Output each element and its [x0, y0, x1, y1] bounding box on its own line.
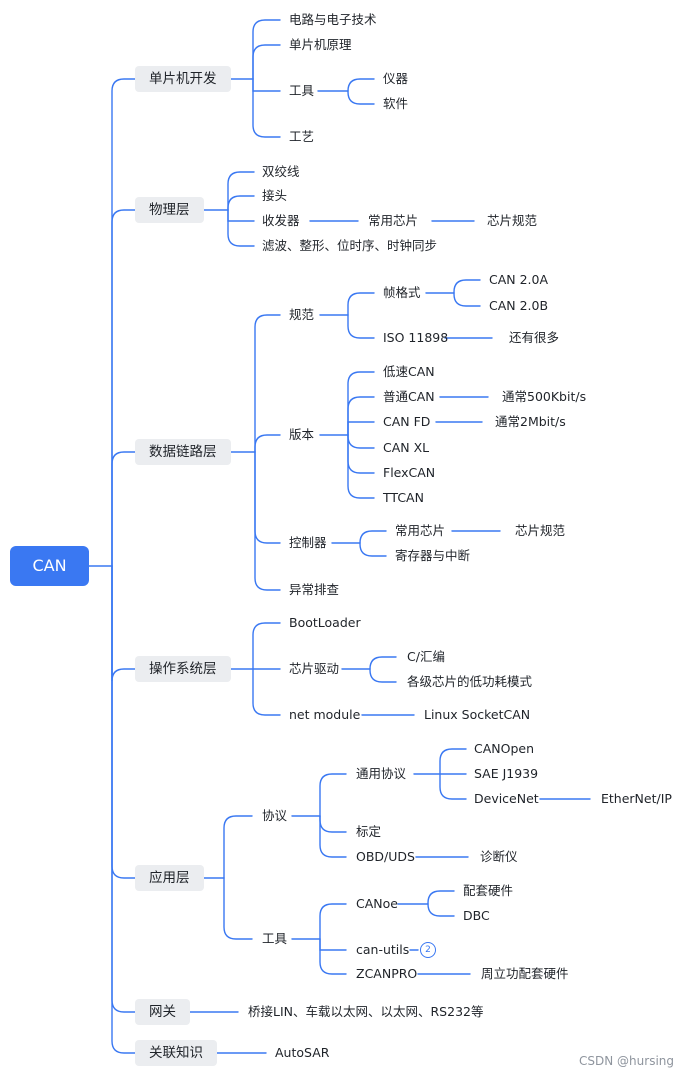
node-many-more[interactable]: 还有很多: [509, 330, 560, 345]
node-supporting-hardware[interactable]: 配套硬件: [463, 883, 514, 898]
branch-os-layer[interactable]: 操作系统层: [135, 656, 231, 682]
node-dbc[interactable]: DBC: [463, 908, 490, 923]
node-bridging[interactable]: 桥接LIN、车载以太网、以太网、RS232等: [248, 1004, 484, 1019]
branch-physical-layer[interactable]: 物理层: [135, 197, 204, 223]
node-chip-driver[interactable]: 芯片驱动: [289, 661, 340, 676]
node-controller[interactable]: 控制器: [289, 535, 327, 550]
node-c-assembly[interactable]: C/汇编: [407, 649, 445, 664]
node-sae-j1939[interactable]: SAE J1939: [474, 766, 539, 781]
node-can-xl[interactable]: CAN XL: [383, 440, 430, 455]
node-autosar[interactable]: AutoSAR: [275, 1045, 330, 1060]
node-software[interactable]: 软件: [383, 96, 409, 111]
node-obd-uds[interactable]: OBD/UDS: [356, 849, 415, 864]
node-normal-can[interactable]: 普通CAN: [383, 389, 435, 404]
node-net-module[interactable]: net module: [289, 707, 361, 722]
node-bootloader[interactable]: BootLoader: [289, 615, 361, 630]
node-general-protocol[interactable]: 通用协议: [356, 766, 407, 781]
node-chip-spec[interactable]: 芯片规范: [487, 213, 538, 228]
root-node-can[interactable]: CAN: [10, 546, 89, 586]
node-low-power-mode[interactable]: 各级芯片的低功耗模式: [407, 674, 533, 689]
watermark: CSDN @hursing: [579, 1054, 674, 1068]
node-twisted-pair[interactable]: 双绞线: [262, 164, 300, 179]
node-can-utils[interactable]: can-utils: [356, 942, 410, 957]
node-can-fd[interactable]: CAN FD: [383, 414, 431, 429]
branch-mcu-development[interactable]: 单片机开发: [135, 66, 231, 92]
branch-data-link-layer[interactable]: 数据链路层: [135, 439, 231, 465]
node-canopen[interactable]: CANOpen: [474, 741, 535, 756]
node-register-interrupt[interactable]: 寄存器与中断: [395, 548, 471, 563]
branch-related-knowledge[interactable]: 关联知识: [135, 1040, 217, 1066]
node-can-fd-rate[interactable]: 通常2Mbit/s: [495, 414, 566, 429]
node-ttcan[interactable]: TTCAN: [383, 490, 424, 505]
node-common-chip[interactable]: 常用芯片: [368, 213, 419, 228]
node-calibration[interactable]: 标定: [356, 824, 382, 839]
node-can-2-0b[interactable]: CAN 2.0B: [489, 298, 549, 313]
node-diagnostic-tool[interactable]: 诊断仪: [480, 849, 518, 864]
node-zlg-hardware[interactable]: 周立功配套硬件: [481, 966, 569, 981]
node-low-speed-can[interactable]: 低速CAN: [383, 364, 435, 379]
node-spec[interactable]: 规范: [289, 307, 315, 322]
node-controller-common-chip[interactable]: 常用芯片: [395, 523, 446, 538]
node-connector[interactable]: 接头: [262, 188, 288, 203]
node-devicenet[interactable]: DeviceNet: [474, 791, 539, 806]
node-protocol[interactable]: 协议: [262, 808, 288, 823]
node-exception-troubleshooting[interactable]: 异常排查: [289, 582, 340, 597]
node-zcanpro[interactable]: ZCANPRO: [356, 966, 418, 981]
node-instrument[interactable]: 仪器: [383, 71, 409, 86]
node-craft[interactable]: 工艺: [289, 129, 315, 144]
branch-application-layer[interactable]: 应用层: [135, 865, 204, 891]
branch-gateway[interactable]: 网关: [135, 999, 190, 1025]
node-version[interactable]: 版本: [289, 427, 315, 442]
node-canoe[interactable]: CANoe: [356, 896, 398, 911]
node-filter-timing[interactable]: 滤波、整形、位时序、时钟同步: [262, 238, 438, 253]
node-iso-11898[interactable]: ISO 11898: [383, 330, 449, 345]
node-mcu-principle[interactable]: 单片机原理: [289, 37, 352, 52]
collapsed-count-badge[interactable]: 2: [420, 942, 436, 958]
node-frame-format[interactable]: 帧格式: [383, 285, 421, 300]
node-mcu-tools[interactable]: 工具: [289, 83, 315, 98]
node-transceiver[interactable]: 收发器: [262, 213, 300, 228]
node-controller-chip-spec[interactable]: 芯片规范: [515, 523, 566, 538]
node-normal-can-rate[interactable]: 通常500Kbit/s: [502, 389, 587, 404]
node-flexcan[interactable]: FlexCAN: [383, 465, 436, 480]
node-app-tools[interactable]: 工具: [262, 931, 288, 946]
node-ethernet-ip[interactable]: EtherNet/IP: [601, 791, 672, 806]
node-can-2-0a[interactable]: CAN 2.0A: [489, 272, 549, 287]
node-linux-socketcan[interactable]: Linux SocketCAN: [424, 707, 531, 722]
node-circuit[interactable]: 电路与电子技术: [289, 12, 377, 27]
